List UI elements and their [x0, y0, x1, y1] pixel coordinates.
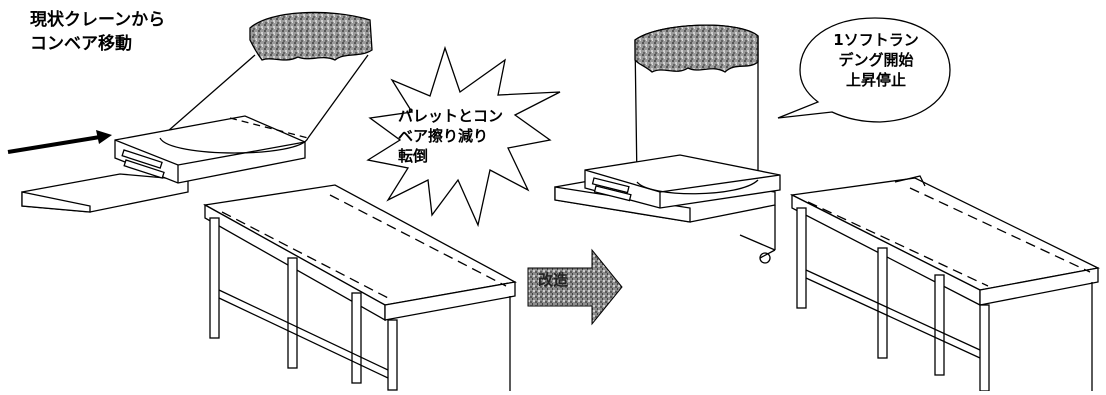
- problem-burst: [366, 45, 561, 228]
- caption-current-state: 現状クレーンから コンベア移動: [30, 10, 166, 54]
- left-pallet: [114, 115, 306, 184]
- right-pallet: [584, 154, 781, 209]
- caption-problem: パレットとコン ベア擦り減り 転倒: [398, 107, 504, 165]
- left-conveyor: [203, 184, 517, 391]
- conveyor-direction-arrow: [7, 135, 101, 154]
- left-fork-platform: [21, 173, 189, 213]
- left-scene: [7, 11, 517, 391]
- right-load: [634, 24, 759, 195]
- caption-bubble: 1ソフトラン デング開始 上昇停止: [833, 31, 919, 89]
- right-conveyor: [789, 175, 1101, 392]
- right-cart: [739, 205, 776, 264]
- caption-improvement: 改造: [538, 271, 569, 289]
- speech-bubble: [777, 17, 951, 123]
- left-load: [249, 11, 373, 61]
- right-scene: [554, 17, 1101, 392]
- improvement-arrow: [527, 248, 623, 326]
